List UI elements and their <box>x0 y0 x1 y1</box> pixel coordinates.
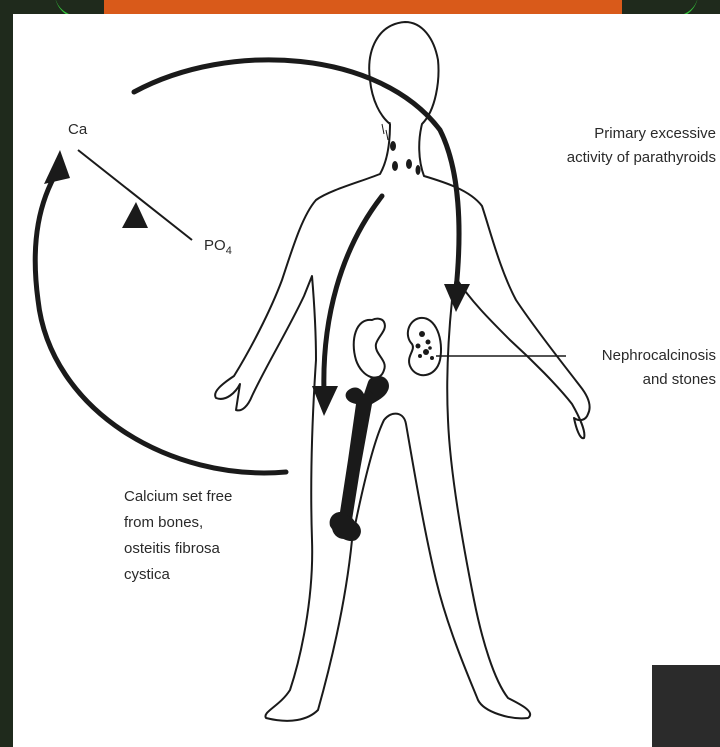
parathyroid-to-bone-arrow <box>324 196 382 392</box>
nephro-line-1: Nephrocalcinosis <box>520 344 716 368</box>
ca-label: Ca <box>68 118 87 142</box>
calcium-line-2: from bones, <box>124 510 232 536</box>
nephrocalcinosis-label: Nephrocalcinosis and stones <box>520 344 716 392</box>
nephro-line-2: and stones <box>520 368 716 392</box>
calcium-line-4: cystica <box>124 562 232 588</box>
parathyroid-gland-3 <box>406 159 412 169</box>
kidney-arrowhead <box>444 284 470 312</box>
primary-excessive-label: Primary excessive activity of parathyroi… <box>480 122 716 170</box>
primary-line-1: Primary excessive <box>480 122 716 146</box>
calcium-bones-label: Calcium set free from bones, osteitis fi… <box>124 484 232 588</box>
right-kidney <box>408 318 441 375</box>
parathyroid-gland-1 <box>390 141 396 151</box>
po4-label: PO4 <box>204 234 232 263</box>
femur-head <box>369 376 389 396</box>
calcium-line-3: osteitis fibrosa <box>124 536 232 562</box>
balance-fulcrum <box>122 202 148 228</box>
corner-dark-box <box>652 665 720 747</box>
calcium-line-1: Calcium set free <box>124 484 232 510</box>
femur-knee <box>332 515 356 539</box>
kidney-stones <box>416 331 435 360</box>
cycle-arrowhead-up <box>44 150 70 184</box>
femur-bone <box>330 376 388 541</box>
bone-arrowhead <box>312 386 338 416</box>
po4-subscript: 4 <box>226 245 232 257</box>
primary-line-2: activity of parathyroids <box>480 146 716 170</box>
po4-main: PO <box>204 237 226 254</box>
left-kidney <box>354 319 385 378</box>
parathyroid-to-kidney-arc <box>134 60 459 290</box>
parathyroid-gland-2 <box>392 161 398 171</box>
parathyroid-gland-4 <box>416 165 421 175</box>
